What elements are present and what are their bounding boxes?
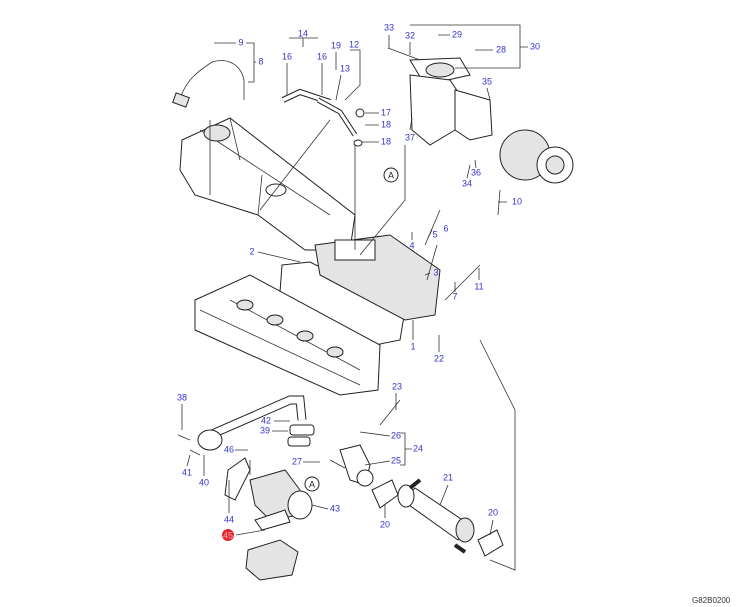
bolts xyxy=(177,47,501,475)
callout-27[interactable]: 27 xyxy=(292,456,302,466)
svg-text:A: A xyxy=(388,170,394,180)
callout-43[interactable]: 43 xyxy=(330,503,340,513)
callout-5[interactable]: 5 xyxy=(432,229,437,239)
callout-16[interactable]: 16 xyxy=(317,51,327,61)
callout-34[interactable]: 34 xyxy=(462,178,472,188)
svg-text:45: 45 xyxy=(223,530,233,540)
callout-4[interactable]: 4 xyxy=(409,240,414,250)
callout-38[interactable]: 38 xyxy=(177,392,187,402)
callout-32[interactable]: 32 xyxy=(405,30,415,40)
callout-20[interactable]: 20 xyxy=(380,519,390,529)
callout-25[interactable]: 25 xyxy=(391,455,401,465)
callout-18[interactable]: 18 xyxy=(381,119,391,129)
cylinder-head-ports xyxy=(236,299,344,358)
callout-24[interactable]: 24 xyxy=(413,443,423,453)
parts-artwork xyxy=(172,47,574,581)
callout-11[interactable]: 11 xyxy=(474,281,483,291)
callout-33[interactable]: 33 xyxy=(384,22,394,32)
callout-42[interactable]: 42 xyxy=(261,415,271,425)
figure-code: G82B0200 xyxy=(692,596,731,605)
callout-17[interactable]: 17 xyxy=(381,107,391,117)
callout-29[interactable]: 29 xyxy=(452,29,462,39)
callout-12[interactable]: 12 xyxy=(349,39,359,49)
callout-6[interactable]: 6 xyxy=(443,223,448,233)
reference-mark-a-upper: A xyxy=(383,167,399,183)
callout-36[interactable]: 36 xyxy=(471,167,481,177)
callout-46[interactable]: 46 xyxy=(224,444,234,454)
callout-35[interactable]: 35 xyxy=(482,76,492,86)
callout-41[interactable]: 41 xyxy=(182,467,192,477)
callout-14[interactable]: 14 xyxy=(298,28,308,38)
callout-22[interactable]: 22 xyxy=(434,353,444,363)
callout-40[interactable]: 40 xyxy=(199,477,209,487)
svg-text:A: A xyxy=(309,479,315,489)
callout-8[interactable]: 8 xyxy=(258,56,263,66)
callout-16[interactable]: 16 xyxy=(282,51,292,61)
callout-18[interactable]: 18 xyxy=(381,136,391,146)
callout-28[interactable]: 28 xyxy=(496,44,506,54)
callout-19[interactable]: 19 xyxy=(331,40,341,50)
callout-44[interactable]: 44 xyxy=(224,514,234,524)
leader-lines xyxy=(181,24,528,536)
callout-39[interactable]: 39 xyxy=(260,425,270,435)
callout-37[interactable]: 37 xyxy=(405,132,415,142)
callout-labels: 9 8 14 16 16 19 12 13 17 18 18 33 32 29 … xyxy=(177,22,540,541)
callout-7[interactable]: 7 xyxy=(452,291,457,301)
callout-30[interactable]: 30 xyxy=(530,41,540,51)
callout-45-highlighted[interactable]: 45 xyxy=(222,529,234,541)
callout-23[interactable]: 23 xyxy=(392,381,402,391)
callout-20[interactable]: 20 xyxy=(488,507,498,517)
callout-2[interactable]: 2 xyxy=(249,246,254,256)
callout-13[interactable]: 13 xyxy=(340,63,350,73)
callout-10[interactable]: 10 xyxy=(512,196,522,206)
reference-mark-a-lower: A xyxy=(304,476,320,492)
callout-9[interactable]: 9 xyxy=(238,37,243,47)
callout-26[interactable]: 26 xyxy=(391,430,401,440)
callout-3[interactable]: 3 xyxy=(433,267,438,277)
callout-21[interactable]: 21 xyxy=(443,472,453,482)
callout-1[interactable]: 1 xyxy=(410,341,415,351)
